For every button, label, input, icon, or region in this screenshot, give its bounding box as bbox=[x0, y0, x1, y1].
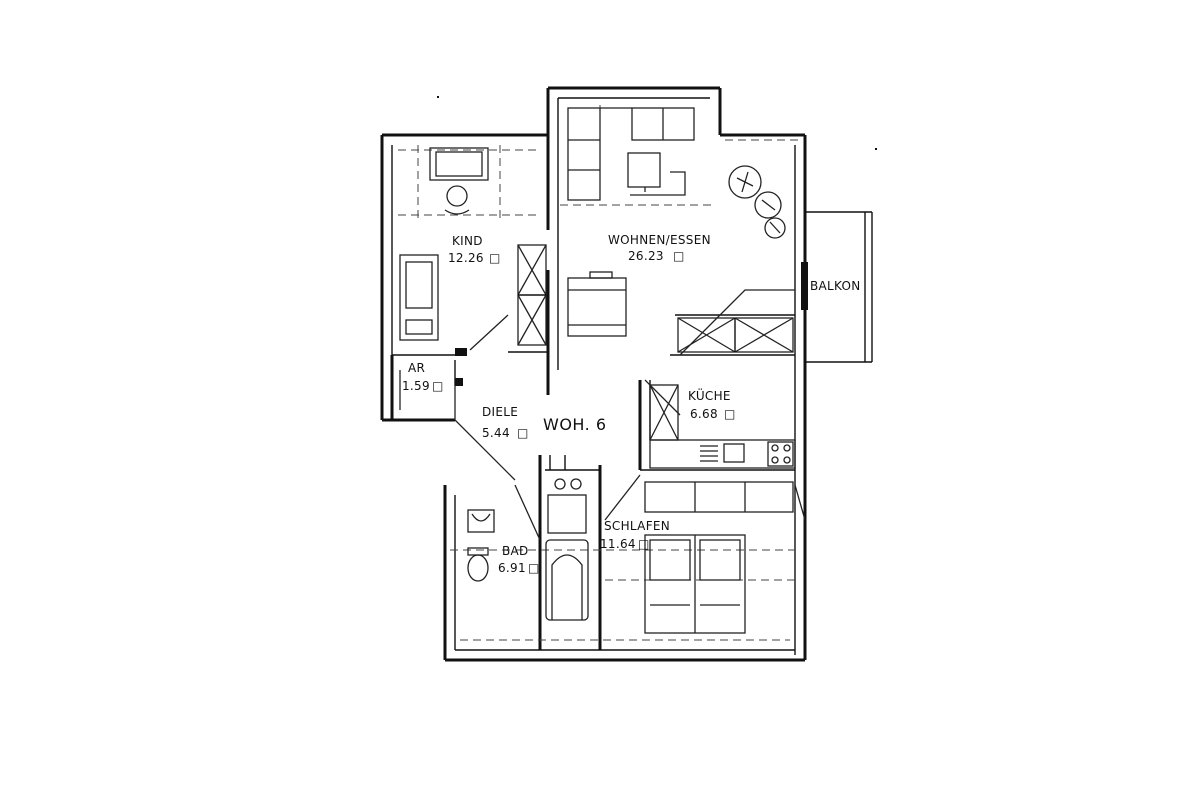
unit-diele: □ bbox=[517, 426, 529, 440]
room-labels: KIND 12.26 □ WOHNEN/ESSEN 26.23 □ BALKON… bbox=[402, 233, 861, 575]
label-bad: BAD bbox=[502, 544, 529, 558]
bad-furniture bbox=[467, 478, 589, 621]
coffee-table bbox=[627, 152, 661, 188]
area-kueche: 6.68 bbox=[690, 407, 718, 421]
unit-wohnen: □ bbox=[673, 249, 685, 263]
wardrobe-bedroom bbox=[644, 481, 794, 513]
interior-walls bbox=[390, 98, 795, 650]
label-balkon: BALKON bbox=[810, 279, 861, 293]
area-schlafen: 11.64 bbox=[600, 537, 636, 551]
washbasin bbox=[467, 509, 495, 533]
balcony bbox=[801, 211, 873, 363]
unit-kind: □ bbox=[489, 251, 501, 265]
sink-icon bbox=[700, 443, 745, 463]
sofa-left bbox=[567, 107, 601, 201]
desk bbox=[429, 147, 489, 181]
stove-icon bbox=[767, 441, 794, 467]
unit-schlafen: □ bbox=[638, 537, 650, 551]
unit-ar: □ bbox=[432, 379, 444, 393]
area-wohnen: 26.23 bbox=[628, 249, 664, 263]
bathtub bbox=[545, 539, 589, 621]
desk-chair bbox=[446, 185, 468, 207]
shower bbox=[547, 494, 587, 534]
counter bbox=[649, 439, 796, 469]
label-wohnen: WOHNEN/ESSEN bbox=[608, 233, 711, 247]
label-schlafen: SCHLAFEN bbox=[604, 519, 670, 533]
unit-label: WOH. 6 bbox=[543, 415, 607, 434]
label-kind: KIND bbox=[452, 234, 483, 248]
area-diele: 5.44 bbox=[482, 426, 510, 440]
wohnen-furniture bbox=[567, 107, 786, 337]
washer bbox=[554, 478, 566, 490]
plant-icon bbox=[728, 165, 786, 239]
dining-table bbox=[567, 277, 627, 337]
scan-specks bbox=[437, 96, 877, 150]
toilet bbox=[467, 554, 489, 582]
doors bbox=[399, 289, 806, 541]
unit-bad: □ bbox=[528, 561, 540, 575]
schlafen-furniture bbox=[644, 481, 794, 634]
area-bad: 6.91 bbox=[498, 561, 526, 575]
area-kind: 12.26 bbox=[448, 251, 484, 265]
dashed-lines bbox=[398, 105, 800, 641]
label-diele: DIELE bbox=[482, 405, 518, 419]
kind-furniture bbox=[399, 147, 547, 346]
outer-walls bbox=[380, 86, 807, 662]
area-ar: 1.59 bbox=[402, 379, 430, 393]
kueche-furniture bbox=[649, 317, 796, 469]
unit-kueche: □ bbox=[724, 407, 736, 421]
bed bbox=[399, 254, 439, 341]
label-kueche: KÜCHE bbox=[688, 387, 731, 403]
label-ar: AR bbox=[408, 361, 425, 375]
